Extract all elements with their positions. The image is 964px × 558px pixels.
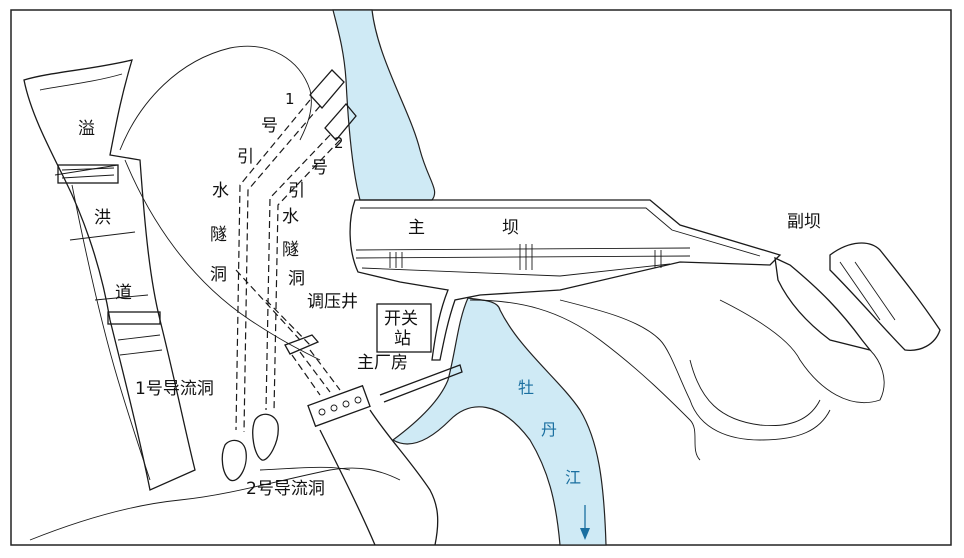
tunnel-2-char-5: 洞 [288,269,305,289]
spillway-char-1: 溢 [78,119,95,139]
auxiliary-dam [774,242,941,352]
switchyard-box [376,303,432,353]
main-dam-label: 主 坝 [408,218,519,238]
main-dam-char-2: 坝 [502,218,519,238]
river [332,9,607,546]
tunnel-1-char-3: 水 [212,181,229,201]
tunnel-2-char-4: 隧 [282,240,299,260]
surge-shaft-label: 调压井 [307,292,358,312]
spillway [23,59,196,491]
tunnel-2-number: 2 [334,134,344,152]
powerhouse-label: 主厂房 [357,353,408,373]
powerhouse-structure [307,364,463,546]
main-dam-char-1: 主 [408,218,425,238]
diversion-tunnel-1-label: 1号导流洞 [135,379,214,399]
river-char-2: 丹 [541,420,557,439]
river-char-3: 江 [565,468,581,487]
auxiliary-dam-label: 副坝 [787,212,821,232]
river-char-1: 牡 [518,378,534,397]
switchyard-label-line2: 站 [394,329,411,349]
tunnel-1-char-4: 隧 [210,225,227,245]
river-flow-arrowhead [580,528,590,540]
headrace-tunnels [235,99,341,433]
tunnel-1-char-2: 引 [237,147,254,167]
tunnel-1-number: 1 [285,90,295,108]
diversion-tunnel-2-label: 2号导流洞 [246,479,325,499]
river-label: 牡 丹 江 [518,378,581,487]
main-dam [349,199,782,361]
tunnel-1-char-1: 号 [261,116,278,136]
tunnel-2-label: 号 引 水 隧 洞 [282,158,328,289]
spillway-char-2: 洪 [94,208,111,228]
switchyard-label-line1: 开关 [384,309,418,329]
tunnel-2-char-1: 号 [311,158,328,178]
diversion-outlets [221,413,279,482]
intakes [309,69,357,141]
surge-shaft-symbol [284,334,341,396]
tunnel-2-char-2: 引 [288,181,305,201]
spillway-char-3: 道 [115,283,132,303]
map-frame [10,9,952,546]
terrain-contours [29,45,885,541]
spillway-label: 溢 洪 道 [78,119,132,303]
tunnel-1-char-5: 洞 [210,265,227,285]
tunnel-2-char-3: 水 [282,207,299,227]
tunnel-1-label: 号 引 水 隧 洞 [210,116,278,285]
